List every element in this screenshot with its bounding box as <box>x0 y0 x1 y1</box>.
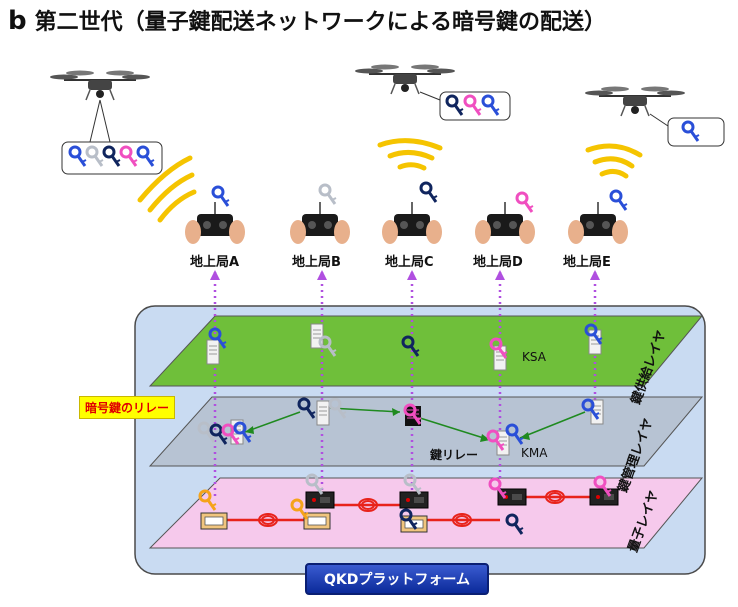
vertical-link-lines <box>213 272 597 500</box>
key-icon <box>419 181 439 204</box>
page-title: b 第二世代（量子鍵配送ネットワークによる暗号鍵の配送） <box>8 4 606 36</box>
drone-icon <box>354 63 456 95</box>
key-relay-label: 鍵リレー <box>430 448 479 462</box>
callout-line <box>99 99 111 143</box>
key-relay-arrows <box>244 407 586 441</box>
qkd-platform-label: QKDプラットフォーム <box>305 563 489 595</box>
key-relay-callout: 暗号鍵のリレー <box>79 396 176 419</box>
controller-icon <box>184 201 246 245</box>
kma-server-b <box>316 400 330 426</box>
qkd-device-dark <box>399 491 429 509</box>
station-label-c: 地上局C <box>385 255 434 270</box>
station-label-d: 地上局D <box>473 255 523 270</box>
ksa-server-a <box>206 339 220 365</box>
controller-icon <box>474 201 536 245</box>
drone-icon <box>49 69 151 101</box>
station-label-a: 地上局A <box>190 255 240 270</box>
key-icon <box>515 191 535 214</box>
qkd-device <box>303 512 331 530</box>
qkd-device-dark <box>305 491 335 509</box>
management-layer <box>148 396 704 467</box>
drone-icon <box>584 85 686 117</box>
callout-line <box>89 99 101 143</box>
drone-key-bubble <box>667 117 725 147</box>
qkd-device-dark <box>589 488 619 506</box>
station-label-b: 地上局B <box>292 255 341 270</box>
qkd-device <box>200 512 228 530</box>
title-letter: b <box>8 6 27 36</box>
arrow-heads <box>210 270 600 280</box>
key-icon <box>318 183 338 206</box>
supply-layer <box>148 315 704 387</box>
station-label-e: 地上局E <box>563 255 611 270</box>
kma-label: KMA <box>521 446 548 460</box>
controller-icon <box>567 201 629 245</box>
title-text: 第二世代（量子鍵配送ネットワークによる暗号鍵の配送） <box>34 10 606 35</box>
wireless-wave-icon <box>137 138 643 223</box>
controller-icon <box>289 201 351 245</box>
key-icon <box>609 189 629 212</box>
quantum-fiber-links <box>225 495 590 522</box>
controller-icon <box>381 201 443 245</box>
ksa-label: KSA <box>522 350 546 364</box>
